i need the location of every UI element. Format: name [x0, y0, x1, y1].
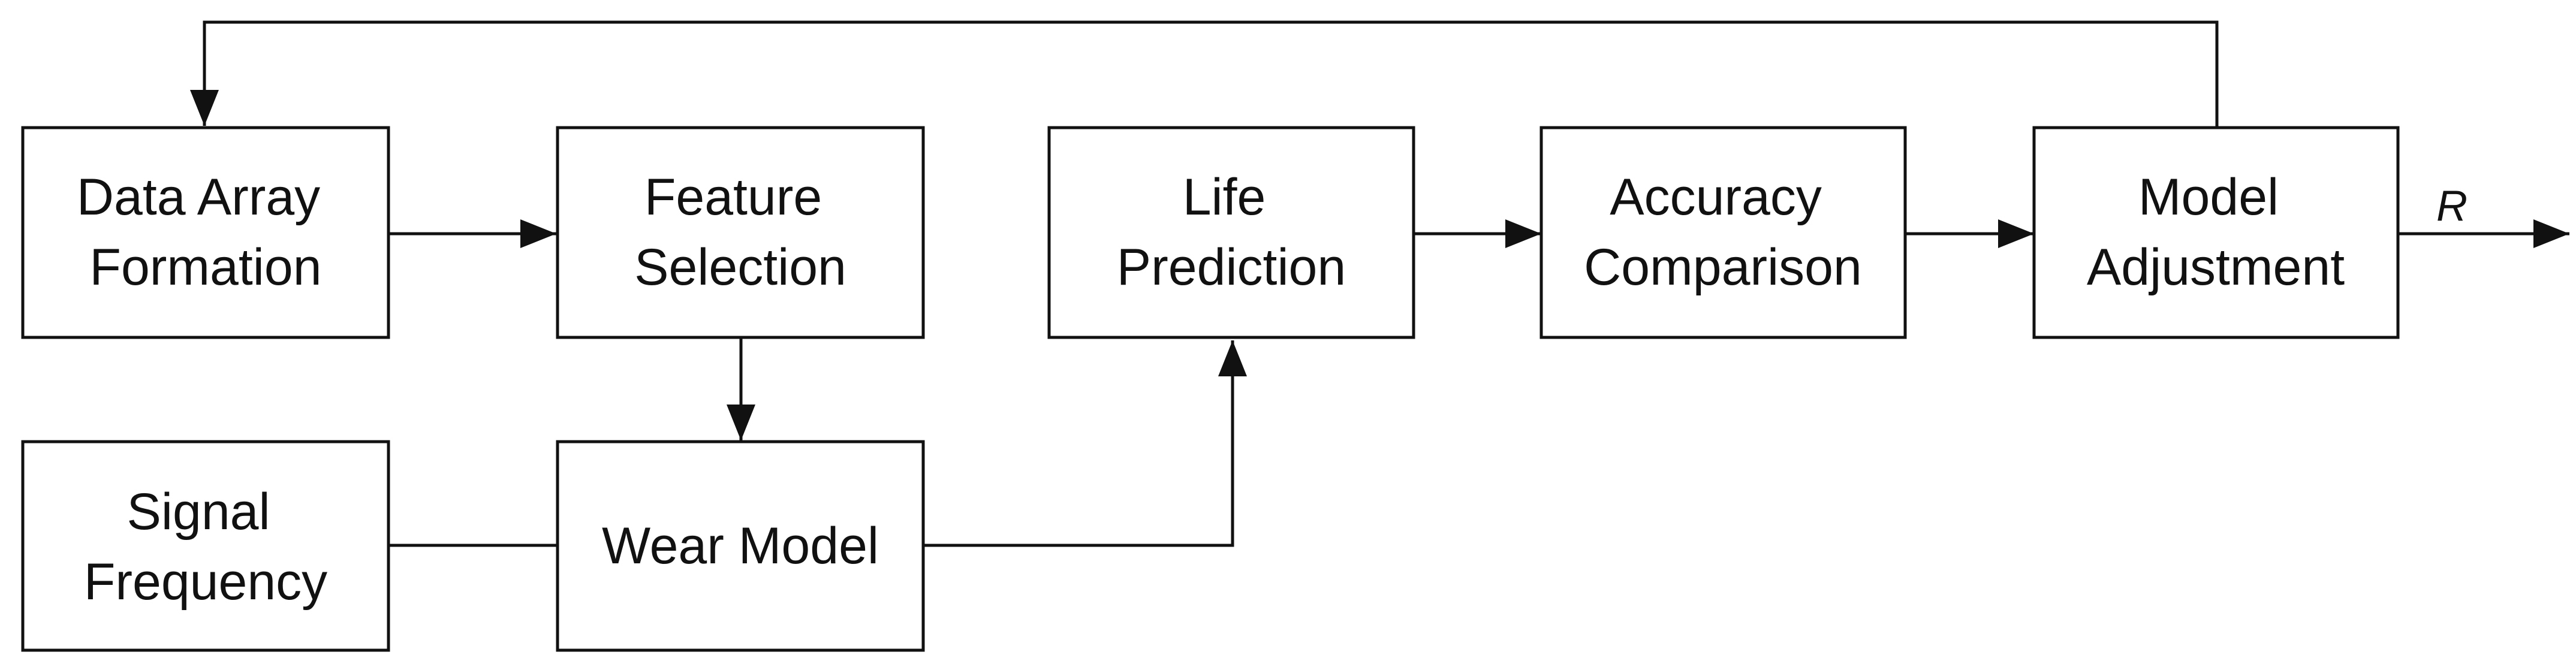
output-label-r: R: [2436, 182, 2467, 230]
svg-text:Life Prediction: Life Prediction: [1117, 168, 1346, 296]
node-signal-frequency: Signal Frequency: [21, 440, 390, 652]
node-label-line: Selection: [634, 239, 846, 296]
node-label-line: Data Array: [77, 168, 320, 226]
node-label-line: Model: [2138, 168, 2279, 226]
node-feature-selection: Feature Selection: [556, 126, 925, 339]
node-box: [556, 126, 925, 339]
edges: [190, 20, 2569, 547]
node-label-line: Accuracy: [1610, 168, 1822, 226]
node-box: [556, 440, 925, 652]
node-label-line: Life: [1183, 168, 1266, 226]
edge-wear-model-to-life-prediction: [923, 340, 1247, 547]
edge-model-adjustment-feedback-to-data-array-formation: [190, 20, 2219, 128]
node-label-line: Formation: [89, 239, 321, 296]
node-label-line: Signal: [127, 483, 270, 541]
svg-text:Model Adjustment: Model Adjustment: [2087, 168, 2345, 296]
svg-text:Wear Model: Wear Model: [602, 517, 879, 575]
node-box: [2032, 126, 2400, 339]
node-label-line: Frequency: [84, 553, 327, 611]
node-box: [1539, 126, 1907, 339]
node-model-adjustment: Model Adjustment: [2032, 126, 2400, 339]
node-box: [21, 440, 390, 652]
svg-text:Signal Frequency: Signal Frequency: [84, 483, 327, 611]
node-label-line: Adjustment: [2087, 239, 2345, 296]
node-label-line: Feature: [644, 168, 822, 226]
node-label-line: Comparison: [1584, 239, 1862, 296]
node-life-prediction: Life Prediction: [1047, 126, 1415, 339]
node-wear-model: Wear Model: [556, 440, 925, 652]
svg-text:Accuracy Comparison: Accuracy Comparison: [1584, 168, 1862, 296]
node-box: [1047, 126, 1415, 339]
svg-text:Data Array Formation: Data Array Formation: [77, 168, 335, 296]
svg-text:Feature Selection: Feature Selection: [634, 168, 846, 296]
node-label-line: Prediction: [1117, 239, 1346, 296]
node-label-line: Wear Model: [602, 517, 879, 575]
node-accuracy-comparison: Accuracy Comparison: [1539, 126, 1907, 339]
node-box: [21, 126, 390, 339]
node-data-array-formation: Data Array Formation: [21, 126, 390, 339]
